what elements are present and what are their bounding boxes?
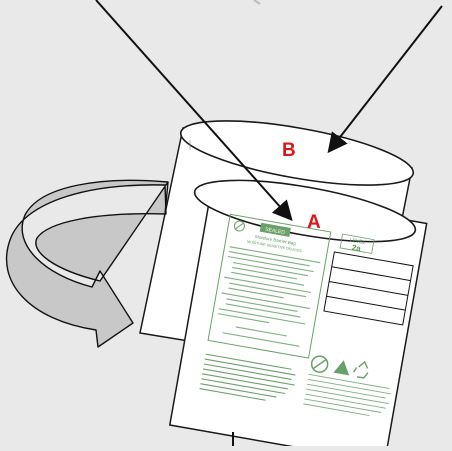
pointer-arrow-b bbox=[327, 5, 443, 154]
flip-arrow-icon bbox=[5, 179, 169, 348]
no-symbol-icon bbox=[233, 220, 245, 232]
recycle-icon bbox=[353, 360, 369, 379]
korean-text-lines bbox=[199, 353, 296, 401]
label-body-lines bbox=[217, 246, 321, 347]
bag-a-label: A bbox=[307, 212, 321, 233]
fill-in-table bbox=[323, 251, 414, 326]
logo-box bbox=[259, 222, 291, 237]
english-text-lines bbox=[303, 373, 391, 416]
pointer-arrow-a bbox=[95, 0, 293, 221]
esd-symbol-icon bbox=[310, 355, 350, 376]
level-value: 2a bbox=[351, 243, 362, 254]
bag-b-label: B bbox=[282, 140, 296, 161]
top-edge-mark bbox=[253, 0, 261, 5]
logo-text: SEALED bbox=[265, 227, 286, 236]
level-title: LEVEL bbox=[349, 237, 366, 246]
printed-label: SEALED Moisture Barrier Bag MOISTURE SEN… bbox=[199, 213, 414, 416]
bag-a-opening bbox=[193, 179, 417, 243]
